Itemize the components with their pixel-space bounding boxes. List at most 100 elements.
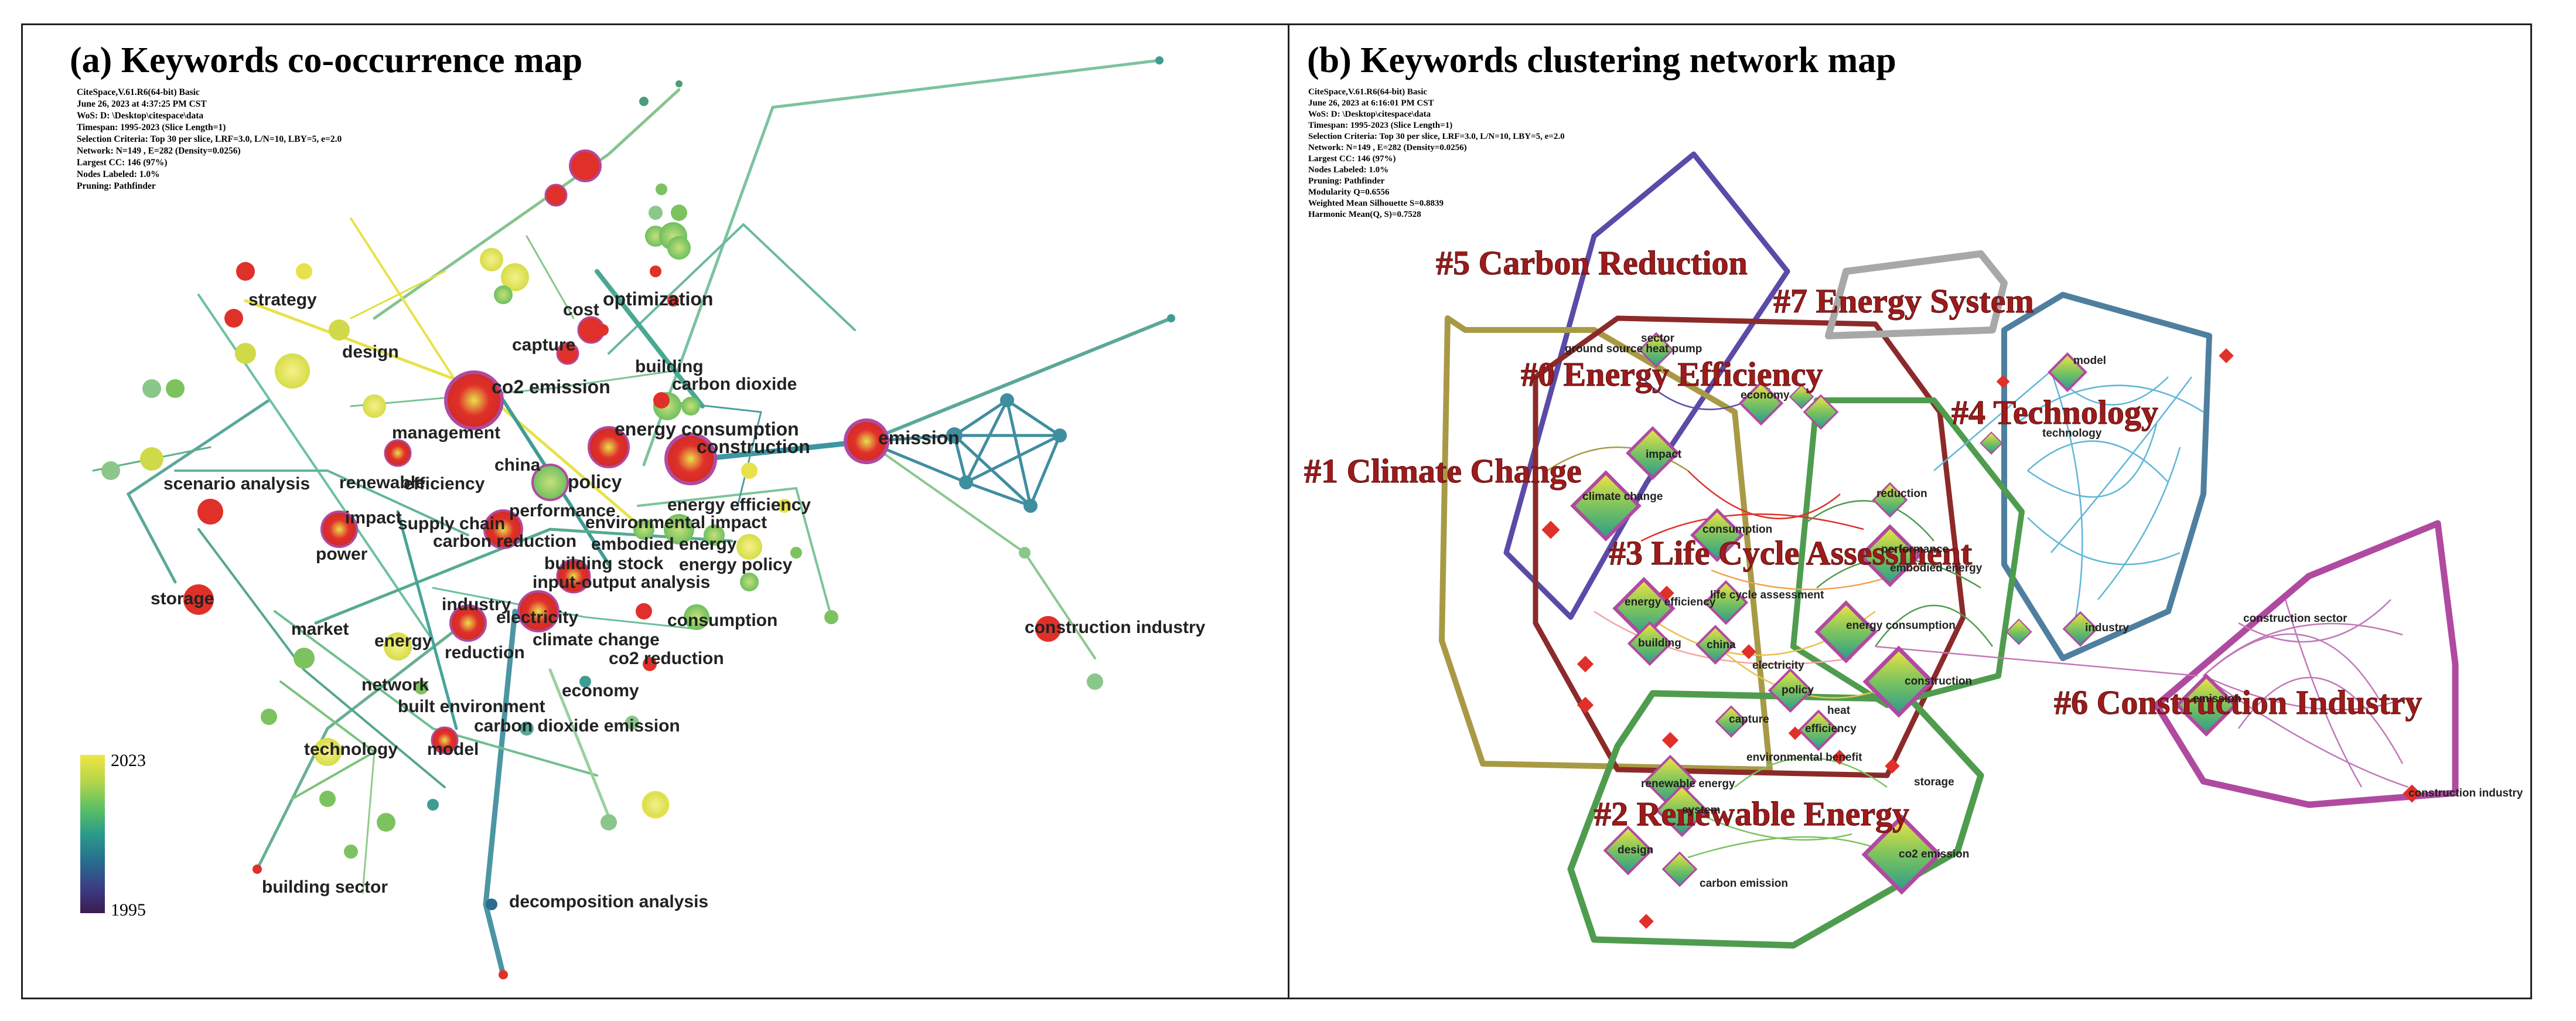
kw-building: building bbox=[635, 357, 704, 376]
kwb-co2-emission: co2 emission bbox=[1899, 848, 1969, 860]
co-occurrence-panel: strategy optimization cost design captur… bbox=[21, 23, 1291, 999]
meta-line: Nodes Labeled: 1.0% bbox=[1308, 165, 1389, 175]
hull-technology bbox=[2001, 292, 2212, 661]
kw-energy-policy: energy policy bbox=[679, 555, 793, 574]
kw-optimization: optimization bbox=[603, 288, 713, 309]
marker bbox=[1541, 520, 1560, 539]
panel-a-title: (a) Keywords co-occurrence map bbox=[70, 40, 583, 80]
kw-market: market bbox=[291, 620, 349, 639]
kw-china: china bbox=[494, 455, 541, 475]
node-building bbox=[1627, 621, 1673, 666]
marker bbox=[1639, 914, 1654, 929]
kw-energy-efficiency: energy efficiency bbox=[667, 495, 811, 515]
kw-capture: capture bbox=[512, 335, 575, 355]
keyword-labels: strategy optimization cost design captur… bbox=[151, 288, 1206, 911]
cluster-label-energy-efficiency: #0 Energy Efficiency bbox=[1521, 355, 1823, 393]
kwb-model: model bbox=[2073, 355, 2106, 367]
kw-design: design bbox=[342, 342, 399, 362]
node-policy bbox=[1768, 668, 1813, 713]
node-consumption bbox=[1690, 508, 1744, 562]
kw-energy-consumption: energy consumption bbox=[615, 418, 799, 440]
meta-line: Largest CC: 146 (97%) bbox=[77, 158, 168, 168]
kw-reduction: reduction bbox=[445, 643, 525, 662]
kw-climate-change: climate change bbox=[533, 630, 660, 649]
kwb-efficiency: efficiency bbox=[1805, 723, 1857, 735]
kwb-construction-sector: construction sector bbox=[2243, 612, 2348, 625]
kw-cost: cost bbox=[563, 300, 599, 319]
node-capture bbox=[1715, 705, 1748, 738]
meta-line: Largest CC: 146 (97%) bbox=[1308, 154, 1396, 164]
node-system bbox=[1655, 784, 1709, 838]
cluster-label-technology: #4 Technology bbox=[1951, 393, 2158, 431]
meta-line: WoS: D: \Desktop\citespace\data bbox=[77, 111, 204, 121]
marker bbox=[1996, 375, 2010, 389]
kw-construction: construction bbox=[697, 436, 810, 457]
kwb-policy: policy bbox=[1782, 684, 1814, 696]
meta-line: Timespan: 1995-2023 (Slice Length=1) bbox=[1308, 121, 1453, 130]
kw-consumption: consumption bbox=[667, 611, 777, 630]
node-energy-efficiency bbox=[1612, 577, 1676, 640]
meta-line: June 26, 2023 at 6:16:01 PM CST bbox=[1308, 98, 1434, 108]
kwb-embodied-energy: embodied energy bbox=[1890, 562, 1983, 574]
kw-emission: emission bbox=[878, 427, 960, 448]
kw-environmental-impact: environmental impact bbox=[585, 513, 767, 532]
kwb-capture: capture bbox=[1729, 713, 1769, 726]
emission-cluster-mesh bbox=[866, 398, 1062, 508]
kw-embodied-energy: embodied energy bbox=[591, 535, 737, 554]
meta-line: WoS: D: \Desktop\citespace\data bbox=[1308, 110, 1431, 119]
kwb-electricity: electricity bbox=[1752, 659, 1804, 672]
node-sector bbox=[1638, 332, 1674, 368]
kwb-sector: sector bbox=[1641, 332, 1675, 345]
kw-renewable: renewable bbox=[339, 473, 425, 492]
cluster-label-carbon-reduction: #5 Carbon Reduction bbox=[1436, 244, 1748, 282]
hull-energy-efficiency bbox=[1533, 315, 1966, 778]
meta-line: Weighted Mean Silhouette S=0.8839 bbox=[1308, 199, 1444, 208]
node-construction bbox=[1862, 645, 1935, 718]
cluster-label-energy-system: #7 Energy System bbox=[1773, 282, 2034, 320]
kw-scenario-analysis: scenario analysis bbox=[163, 474, 310, 494]
kw-carbon-dioxide: carbon dioxide bbox=[672, 375, 797, 394]
node-reduction bbox=[1872, 482, 1908, 518]
meta-line: Timespan: 1995-2023 (Slice Length=1) bbox=[77, 122, 226, 132]
kwb-building: building bbox=[1638, 637, 1681, 649]
kwb-china: china bbox=[1707, 639, 1736, 651]
clustering-network: #5 Carbon Reduction #7 Energy System #0 … bbox=[1304, 151, 2523, 949]
kw-technology: technology bbox=[304, 740, 398, 759]
kw-storage: storage bbox=[151, 589, 214, 608]
meta-line: Network: N=149 , E=282 (Density=0.0256) bbox=[1308, 143, 1467, 152]
node-energy-consumption bbox=[1814, 600, 1878, 663]
kw-supply-chain: supply chain bbox=[398, 514, 505, 533]
kw-electricity: electricity bbox=[496, 608, 578, 627]
kw-carbon-dioxide-emission: carbon dioxide emission bbox=[474, 716, 680, 736]
kwb-industry: industry bbox=[2085, 622, 2129, 634]
kwb-life-cycle-assessment: life cycle assessment bbox=[1710, 589, 1824, 601]
kwb-consumption: consumption bbox=[1702, 523, 1772, 536]
marker bbox=[1577, 696, 1594, 714]
panel-b-metadata: CiteSpace,V.61.R6(64-bit) Basic June 26,… bbox=[1308, 87, 1565, 220]
kw-carbon-reduction: carbon reduction bbox=[433, 532, 576, 551]
marker bbox=[1788, 726, 1802, 740]
meta-line: Selection Criteria: Top 30 per slice, LR… bbox=[77, 134, 342, 144]
kw-performance: performance bbox=[509, 501, 616, 520]
cluster-hulls bbox=[1439, 151, 2459, 949]
node-co2-emission bbox=[1861, 814, 1942, 895]
legend-top-year: 2023 bbox=[111, 751, 146, 770]
cluster-label-climate-change: #1 Climate Change bbox=[1304, 452, 1582, 490]
kwb-performance: performance bbox=[1881, 543, 1949, 556]
node-performance bbox=[1858, 524, 1922, 587]
node-emission bbox=[2175, 673, 2238, 737]
panel-b-title: (b) Keywords clustering network map bbox=[1307, 40, 1896, 80]
marker bbox=[2219, 348, 2234, 363]
kwb-storage: storage bbox=[1914, 776, 1954, 788]
panel-a-metadata: CiteSpace,V.61.R6(64-bit) Basic June 26,… bbox=[77, 87, 342, 192]
cluster-label-life-cycle: #3 Life Cycle Assessment bbox=[1609, 534, 1973, 572]
kwb-environmental-benefit: environmental benefit bbox=[1746, 751, 1862, 764]
marker bbox=[1741, 644, 1756, 659]
kw-policy: policy bbox=[568, 471, 622, 492]
meta-line: CiteSpace,V.61.R6(64-bit) Basic bbox=[77, 87, 200, 97]
diamond-nodes bbox=[1570, 332, 2238, 895]
kw-co2-reduction: co2 reduction bbox=[609, 649, 724, 668]
meta-line: June 26, 2023 at 4:37:25 PM CST bbox=[77, 99, 207, 109]
kwb-economy: economy bbox=[1741, 389, 1790, 401]
node-efficiency bbox=[1797, 709, 1840, 751]
